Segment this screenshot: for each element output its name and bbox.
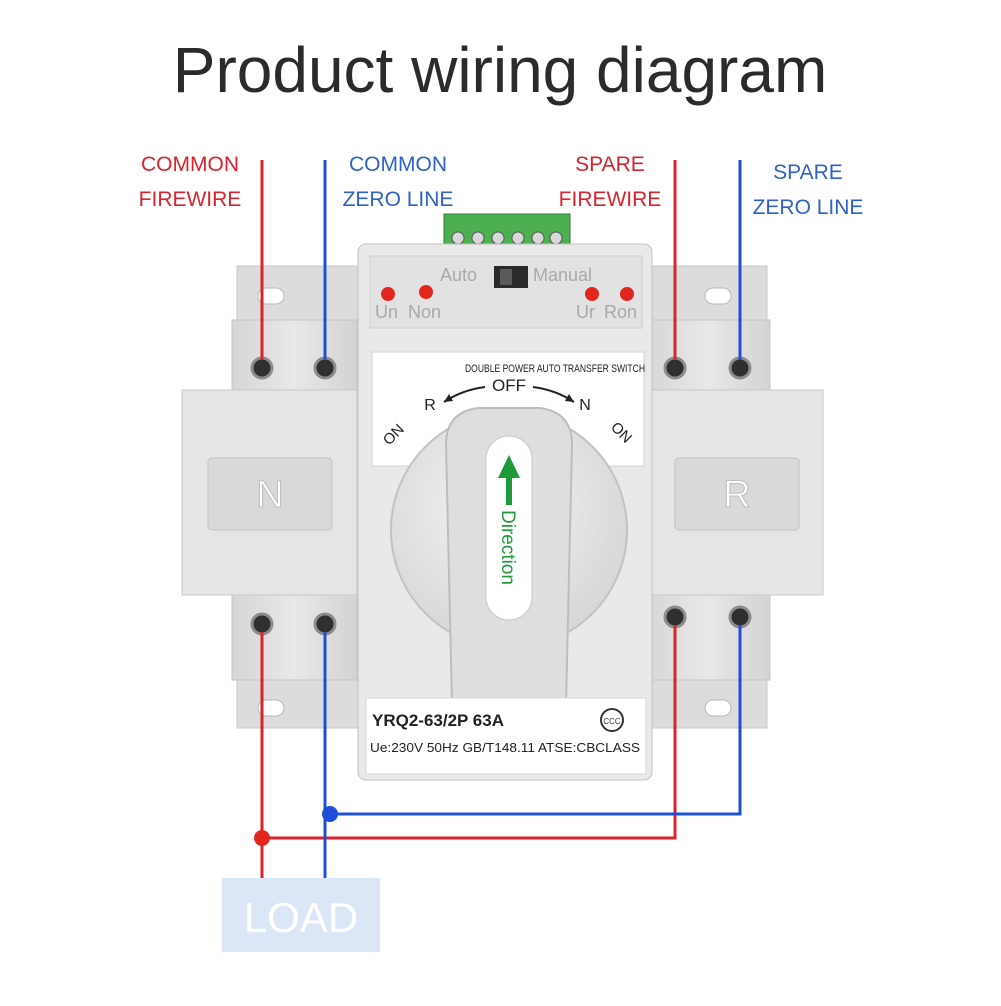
position-off: OFF [492,376,526,395]
wire-spare-fire-loop [262,625,677,840]
led-ur [585,287,599,301]
screw-top-4 [728,356,752,380]
junction-fire [254,830,270,846]
rotate-arrow-left-head [444,394,453,402]
position-n: N [579,397,591,414]
page-title: Product wiring diagram [173,34,828,106]
label-common-firewire-1: COMMON [141,153,239,176]
terminal-screws [250,356,752,636]
screw-bottom-3 [663,605,687,629]
wire-spare-zero-loop [325,625,742,816]
label-common-firewire-2: FIREWIRE [139,188,242,211]
led-non [419,285,433,299]
auto-manual-switch-slider [500,269,512,285]
junction-zero [322,806,338,822]
led-ur-label: Ur [576,302,595,322]
label-spare-zero-line-1: SPARE [773,161,843,184]
screw-top-2 [313,356,337,380]
label-spare-zero-line-2: ZERO LINE [753,196,864,219]
screw-top-3 [663,356,687,380]
screw-top-1 [250,356,274,380]
right-side-label: R [723,474,750,516]
right-side-panel [674,457,800,531]
mount-hole-tl [257,287,285,305]
label-common-zero-line-1: COMMON [349,153,447,176]
left-side-label: N [256,474,283,516]
certification-mark: CCC [603,717,621,726]
model-plate [365,697,647,775]
direction-arrow-icon [498,455,520,505]
label-common-zero-line-2: ZERO LINE [343,188,454,211]
mode-manual-label: Manual [533,265,592,285]
led-un-label: Un [375,302,398,322]
screw-bottom-4 [728,605,752,629]
certification-mark-icon [600,708,624,732]
label-spare-firewire-2: FIREWIRE [559,188,662,211]
screw-bottom-1 [250,612,274,636]
load-box [222,878,380,952]
spec-line: Ue:230V 50Hz GB/T148.11 ATSE:CBCLASS [370,741,640,755]
switch-title: DOUBLE POWER AUTO TRANSFER SWITCH [465,363,645,375]
handle-direction-text: Direction [497,510,518,585]
screw-bottom-2 [313,612,337,636]
mount-hole-br [704,699,732,717]
model-number: YRQ2-63/2P 63A [372,711,504,730]
load-label: LOAD [244,894,358,941]
led-ron [620,287,634,301]
mount-hole-tr [704,287,732,305]
led-ron-label: Ron [604,302,637,322]
label-spare-firewire-1: SPARE [575,153,645,176]
mode-auto-label: Auto [440,265,477,285]
mount-hole-bl [257,699,285,717]
left-side-panel [207,457,333,531]
handle-inset [485,435,533,621]
rotate-arrow-right-head [565,394,574,402]
position-r: R [424,397,436,414]
led-non-label: Non [408,302,441,322]
led-un [381,287,395,301]
